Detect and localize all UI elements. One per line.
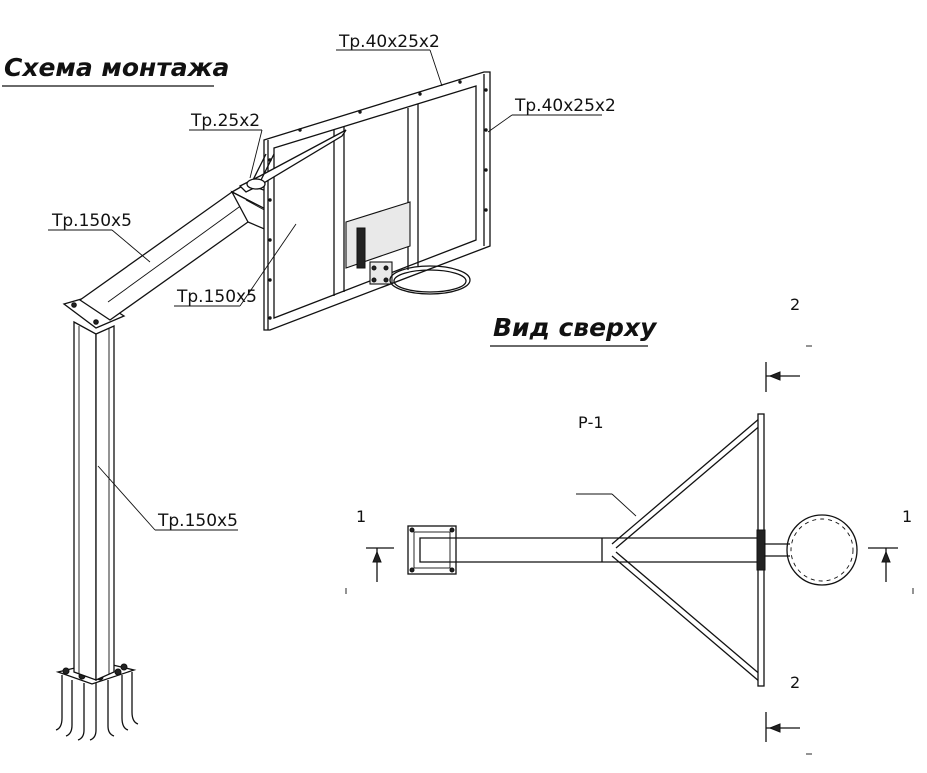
anchor-bolts xyxy=(55,672,139,741)
plan-hoop xyxy=(764,514,858,586)
label-arm-lower-text: Тр.150х5 xyxy=(176,287,257,307)
hoop-mount xyxy=(345,201,411,285)
section-2-top-marker: 2 xyxy=(765,295,812,392)
plan-backboard xyxy=(756,413,766,687)
hoop xyxy=(389,265,471,295)
section-1-right-text: 1 xyxy=(902,507,912,526)
part-mark-p1: Р-1 xyxy=(576,413,637,517)
label-arm-lower: Тр.150х5 xyxy=(174,223,297,307)
top-view: Р-1 1 1 2 2 xyxy=(345,295,914,755)
label-backboard-frame-side: Тр.40х25х2 xyxy=(487,96,616,133)
label-post-text: Тр.150х5 xyxy=(157,511,238,531)
assembly-heading: Схема монтажа xyxy=(2,53,229,87)
top-view-heading-text: Вид сверху xyxy=(493,313,658,342)
top-view-heading: Вид сверху xyxy=(490,313,658,347)
assembly-heading-text: Схема монтажа xyxy=(4,53,229,82)
assembly-view xyxy=(55,71,491,741)
braces xyxy=(238,129,347,193)
label-brace: Тр.25х2 xyxy=(189,111,263,179)
label-backboard-frame-side-text: Тр.40х25х2 xyxy=(514,96,616,116)
part-mark-text: Р-1 xyxy=(578,413,604,432)
label-arm-upper: Тр.150х5 xyxy=(48,211,151,263)
label-arm-upper-text: Тр.150х5 xyxy=(51,211,132,231)
section-1-left-text: 1 xyxy=(356,507,366,526)
label-backboard-frame-top: Тр.40х25х2 xyxy=(336,32,443,87)
label-post: Тр.150х5 xyxy=(97,465,238,531)
label-backboard-frame-top-text: Тр.40х25х2 xyxy=(338,32,440,52)
section-1-right-marker: 1 xyxy=(868,507,914,594)
section-2-top-text: 2 xyxy=(790,295,800,314)
backboard xyxy=(238,71,491,331)
plan-braces xyxy=(611,417,763,683)
plan-post-plate xyxy=(407,525,457,575)
section-1-left-marker: 1 xyxy=(345,507,394,594)
section-2-bottom-marker: 2 xyxy=(765,673,812,755)
post xyxy=(73,320,115,682)
frame-rivets xyxy=(268,80,488,320)
label-brace-text: Тр.25х2 xyxy=(190,111,260,131)
plan-arm xyxy=(438,537,760,563)
section-2-bottom-text: 2 xyxy=(790,673,800,692)
